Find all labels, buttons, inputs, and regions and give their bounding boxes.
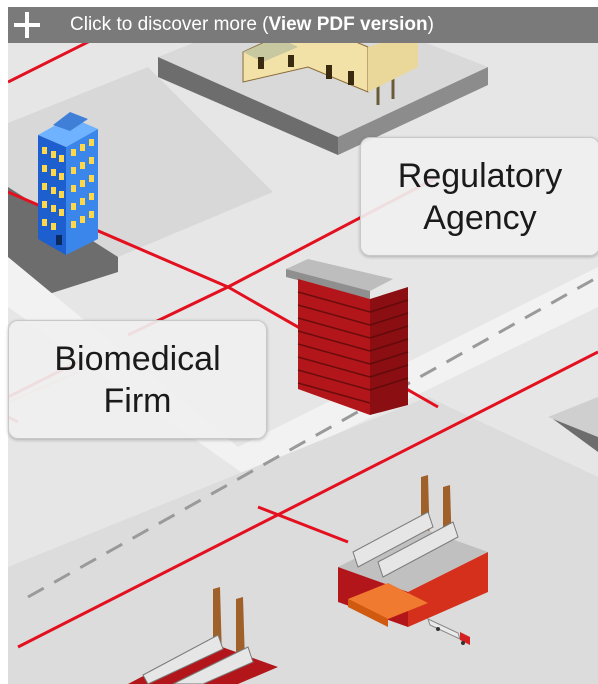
- biomedical-label-line1: Biomedical: [54, 339, 221, 378]
- curb: [338, 67, 488, 155]
- plus-icon[interactable]: [14, 12, 40, 38]
- brick-wall-icon: [286, 259, 409, 415]
- road-centerline: [27, 275, 598, 599]
- discover-more-banner[interactable]: Click to discover more (View PDF version…: [8, 7, 598, 43]
- banner-text-suffix: ): [427, 14, 434, 35]
- factory-icon: [128, 587, 278, 684]
- ground-plate: [8, 397, 598, 684]
- banner-text-prefix: Click to discover more (: [70, 14, 269, 35]
- banner-text: Click to discover more (View PDF version…: [70, 14, 434, 36]
- office-building-icon: [38, 112, 98, 255]
- biomedical-firm-label[interactable]: Biomedical Firm: [8, 320, 267, 439]
- regulatory-label-line2: Agency: [423, 198, 537, 237]
- ground-plate: [548, 397, 598, 437]
- regulatory-agency-label[interactable]: Regulatory Agency: [360, 137, 598, 256]
- view-pdf-link[interactable]: View PDF version: [268, 14, 428, 35]
- biomedical-label-line2: Firm: [103, 381, 172, 420]
- isometric-scene: [8, 7, 598, 684]
- map-canvas: [8, 7, 598, 684]
- regulatory-label-line1: Regulatory: [397, 156, 563, 195]
- factory-icon: [338, 475, 488, 627]
- truck-icon: [427, 618, 470, 645]
- curb: [158, 57, 338, 155]
- curb: [553, 419, 598, 452]
